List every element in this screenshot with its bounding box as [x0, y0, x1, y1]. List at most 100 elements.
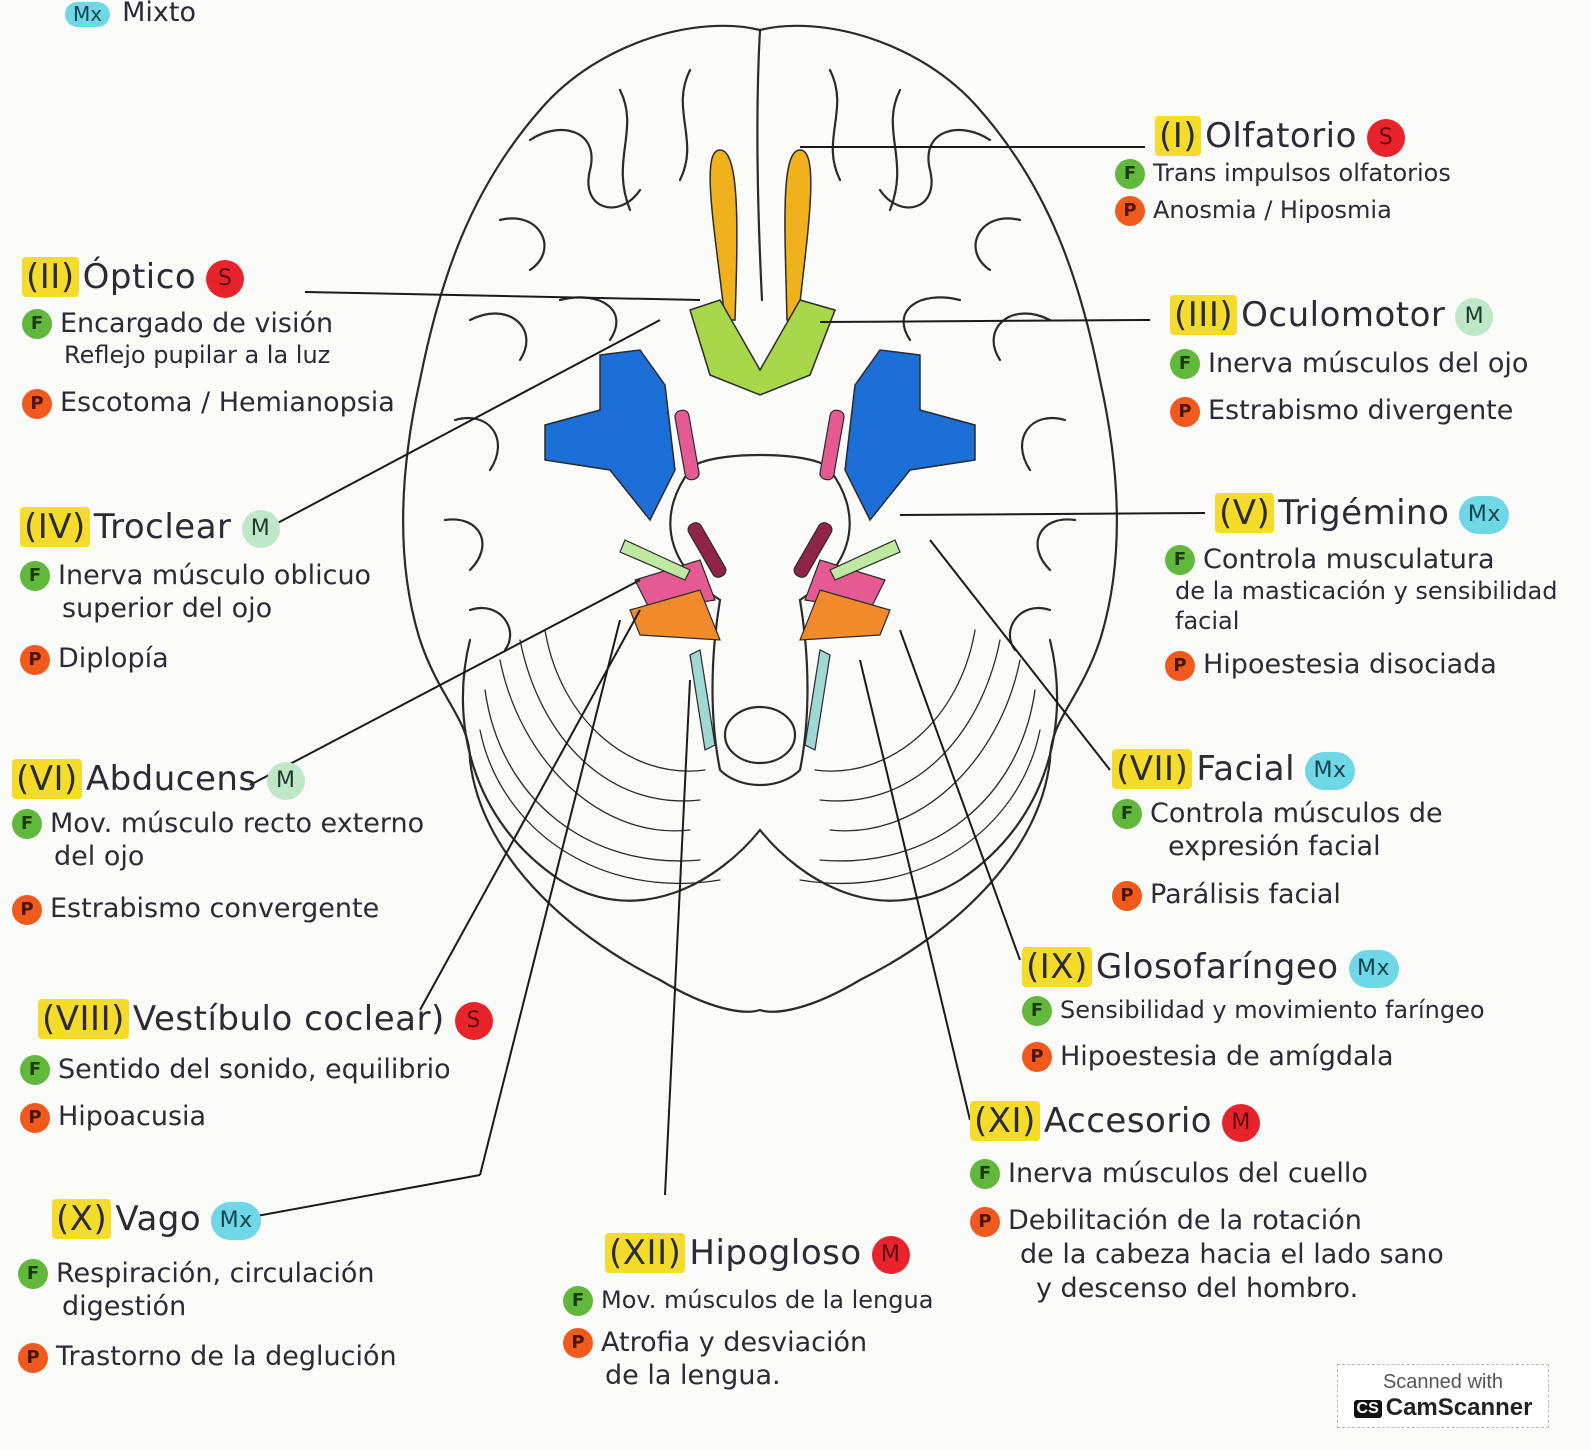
nerve-name: Óptico: [83, 257, 197, 297]
pathology-text: Estrabismo divergente: [1208, 395, 1513, 426]
sensory-badge: S: [455, 1002, 493, 1040]
function-marker: F: [20, 561, 50, 591]
pathology-text: Diplopía: [58, 643, 169, 674]
pathology-text: Hipoestesia disociada: [1203, 649, 1497, 680]
function-text: Mov. músculo recto externo: [50, 808, 424, 839]
nerve-name: Accesorio: [1044, 1101, 1212, 1141]
function-marker: F: [563, 1286, 593, 1316]
pathology-marker: P: [1022, 1042, 1052, 1072]
numeral: (VII): [1112, 749, 1192, 789]
pathology-marker: P: [970, 1207, 1000, 1237]
longitudinal-fissure: [757, 30, 762, 300]
scanner-brand: CamScanner: [1386, 1394, 1533, 1421]
mixed-badge: Mx: [1349, 950, 1399, 988]
function-marker: F: [22, 309, 52, 339]
function-text: Respiración, circulación: [56, 1258, 375, 1289]
nerve-name: Glosofaríngeo: [1096, 947, 1339, 987]
pathology-text: Trastorno de la deglución: [56, 1341, 397, 1372]
pathology-text-2: de la lengua.: [605, 1359, 933, 1393]
pathology-text: Hipoacusia: [58, 1101, 206, 1132]
pathology-marker: P: [22, 389, 52, 419]
numeral: (II): [22, 257, 79, 297]
pathology-marker: P: [20, 645, 50, 675]
pathology-marker: P: [1165, 651, 1195, 681]
function-text-3: facial: [1175, 606, 1558, 636]
optic-chiasm: [690, 300, 835, 395]
function-text: Encargado de visión: [60, 308, 333, 339]
nerve-name: Troclear: [94, 507, 232, 547]
temporal-lobe-left: [545, 350, 675, 520]
nerve-vestibulococlear: (VIII)Vestíbulo coclear)S FSentido del s…: [38, 998, 493, 1134]
motor-badge: M: [1455, 298, 1493, 336]
numeral: (V): [1215, 493, 1274, 533]
numeral: (X): [52, 1199, 111, 1239]
numeral: (VI): [12, 759, 82, 799]
pathology-marker: P: [1112, 881, 1142, 911]
function-marker: F: [1170, 349, 1200, 379]
numeral: (XI): [970, 1101, 1040, 1141]
function-text: Sensibilidad y movimiento faríngeo: [1060, 996, 1485, 1024]
function-text-2: digestión: [52, 1290, 397, 1324]
mixed-badge: Mx: [1305, 752, 1355, 790]
pathology-text: Parálisis facial: [1150, 879, 1341, 910]
pathology-text: Estrabismo convergente: [50, 893, 379, 924]
function-text-2: del ojo: [12, 840, 424, 874]
olfactory-tract-right: [785, 150, 811, 320]
pathology-marker: P: [18, 1343, 48, 1373]
function-marker: F: [12, 809, 42, 839]
function-text: Inerva músculos del ojo: [1208, 348, 1528, 379]
numeral: (III): [1170, 295, 1237, 335]
mixed-badge: Mx: [211, 1202, 261, 1240]
function-marker: F: [18, 1259, 48, 1289]
function-text-2: superior del ojo: [20, 592, 371, 626]
nerve-oculomotor: (III)Oculomotor M F Inerva músculos del oj…: [1170, 294, 1528, 428]
nerve-name: Oculomotor: [1241, 295, 1445, 335]
pathology-text: Anosmia / Hiposmia: [1153, 196, 1392, 224]
nerve-name: Vago: [115, 1199, 201, 1239]
motor-badge: M: [1222, 1104, 1260, 1142]
nerve-name: Vestíbulo coclear): [133, 999, 445, 1039]
pathology-marker: P: [12, 895, 42, 925]
nerve-name: Olfatorio: [1205, 116, 1357, 156]
function-marker: F: [1165, 545, 1195, 575]
function-text: Trans impulsos olfatorios: [1153, 159, 1451, 187]
motor-badge: M: [872, 1236, 910, 1274]
nerve-name: Facial: [1196, 749, 1295, 789]
pathology-text: Debilitación de la rotación: [1008, 1205, 1362, 1236]
nerve-abducens: (VI)Abducens M F Mov. músculo recto extern…: [12, 758, 424, 926]
pathology-text-3: y descenso del hombro.: [970, 1272, 1444, 1306]
motor-badge: M: [242, 510, 280, 548]
pathology-text-2: de la cabeza hacia el lado sano: [970, 1238, 1444, 1272]
motor-badge: M: [267, 762, 305, 800]
numeral: (XII): [605, 1233, 685, 1273]
legend-badge: Mx: [65, 2, 110, 27]
function-marker: F: [970, 1159, 1000, 1189]
numeral: (IX): [1022, 947, 1092, 987]
function-text: Inerva músculos del cuello: [1008, 1158, 1368, 1189]
legend-label: Mixto: [122, 0, 196, 28]
numeral: (I): [1155, 116, 1201, 156]
function-text-2: de la masticación y sensibilidad: [1175, 576, 1558, 606]
cerebrum-outline: [403, 26, 1117, 1012]
pathology-text: Escotoma / Hemianopsia: [60, 387, 395, 418]
pathology-marker: P: [1170, 397, 1200, 427]
legend-mixto: Mx Mixto: [65, 0, 196, 30]
scanner-line1: Scanned with: [1338, 1371, 1548, 1394]
function-text: Controla músculos de: [1150, 798, 1443, 829]
function-text: Mov. músculos de la lengua: [601, 1286, 933, 1314]
nerve-glosofaringeo: (IX)Glosofaríngeo Mx F Sensibilidad y movi…: [1022, 946, 1485, 1073]
nerve-name: Abducens: [86, 759, 257, 799]
function-marker: F: [1022, 996, 1052, 1026]
nerve-accesorio: (XI)Accesorio M F Inerva músculos del cuel…: [970, 1100, 1444, 1306]
function-text: Controla musculatura: [1203, 544, 1495, 575]
pathology-marker: P: [563, 1328, 593, 1358]
camscanner-logo-icon: CS: [1354, 1400, 1382, 1418]
function-text: Inerva músculo oblicuo: [58, 560, 371, 591]
nerve-name: Hipogloso: [689, 1233, 861, 1273]
